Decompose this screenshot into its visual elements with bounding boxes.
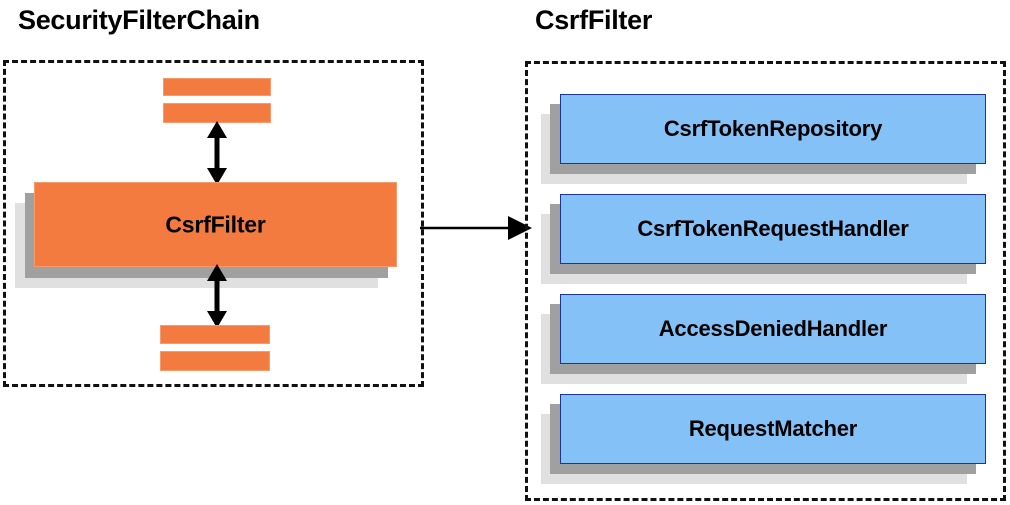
panel-title-security-filter-chain: SecurityFilterChain (18, 5, 260, 35)
arrow-csrf-filter-to-detail (420, 216, 532, 240)
node-face: CsrfTokenRepository (560, 94, 986, 164)
node-label-request-matcher: RequestMatcher (688, 416, 858, 441)
node-csrf-token-repository[interactable]: CsrfTokenRepository (541, 94, 986, 184)
panel-security-filter-chain (3, 60, 424, 387)
node-access-denied-handler[interactable]: AccessDeniedHandler (541, 294, 986, 384)
node-face: AccessDeniedHandler (560, 294, 986, 364)
node-request-matcher[interactable]: RequestMatcher (541, 394, 986, 484)
node-label-csrf-filter: CsrfFilter (165, 211, 266, 237)
panel-title-csrf-filter: CsrfFilter (535, 5, 653, 35)
filter-slab-bottom-2 (160, 351, 270, 371)
filter-slab-top-2 (163, 103, 271, 123)
node-label-access-denied-handler: AccessDeniedHandler (658, 316, 888, 341)
node-face: CsrfFilter (34, 182, 397, 267)
node-face: RequestMatcher (560, 394, 986, 464)
arrow-bottom-double-headed (207, 264, 227, 328)
node-csrf-token-request-handler[interactable]: CsrfTokenRequestHandler (541, 194, 986, 284)
node-csrf-filter[interactable]: CsrfFilter (15, 182, 397, 288)
filter-slab-top-1 (163, 78, 271, 96)
node-face: CsrfTokenRequestHandler (560, 194, 986, 264)
panel-csrf-filter-detail (525, 61, 1006, 501)
filter-slab-bottom-1 (160, 325, 270, 344)
arrow-top-double-headed (207, 121, 227, 185)
node-label-csrf-token-repository: CsrfTokenRepository (663, 116, 883, 141)
node-label-csrf-token-request-handler: CsrfTokenRequestHandler (637, 216, 909, 241)
